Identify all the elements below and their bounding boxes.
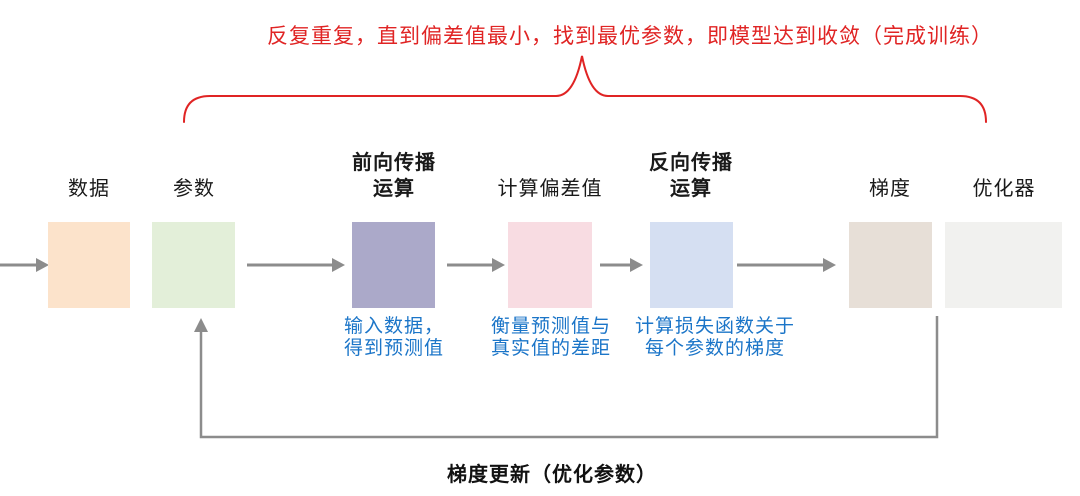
flow-arrowhead-backward-gradient xyxy=(823,258,836,272)
gradient-update-caption: 梯度更新（优化参数） xyxy=(447,464,657,486)
annotation-forward: 输入数据， 得到预测值 xyxy=(343,316,444,359)
node-label-gradient: 梯度 xyxy=(869,178,911,200)
repeat-brace xyxy=(183,55,987,123)
node-box-backward xyxy=(650,222,733,308)
node-box-data xyxy=(48,222,130,308)
feedback-loop-arrowhead xyxy=(194,318,208,332)
node-box-params xyxy=(152,222,235,308)
node-label-data: 数据 xyxy=(68,178,110,200)
node-label-params: 参数 xyxy=(173,178,215,200)
node-label-optimizer: 优化器 xyxy=(972,178,1036,200)
node-box-optimizer xyxy=(945,222,1062,308)
node-label-loss: 计算偏差值 xyxy=(497,178,603,200)
flow-arrowhead-loss-backward xyxy=(630,258,643,272)
node-label-backward: 反向传播 运算 xyxy=(649,152,733,200)
convergence-caption: 反复重复，直到偏差值最小，找到最优参数，即模型达到收敛（完成训练） xyxy=(267,25,993,48)
flow-arrowhead-params-forward xyxy=(332,258,345,272)
annotation-loss: 衡量预测值与 真实值的差距 xyxy=(490,316,611,359)
flow-arrowhead-forward-loss xyxy=(492,258,505,272)
node-label-forward: 前向传播 运算 xyxy=(352,152,436,200)
node-box-loss xyxy=(508,222,592,308)
annotation-backward: 计算损失函数关于 每个参数的梯度 xyxy=(634,316,795,359)
node-box-forward xyxy=(352,222,435,308)
node-box-gradient xyxy=(849,222,932,308)
